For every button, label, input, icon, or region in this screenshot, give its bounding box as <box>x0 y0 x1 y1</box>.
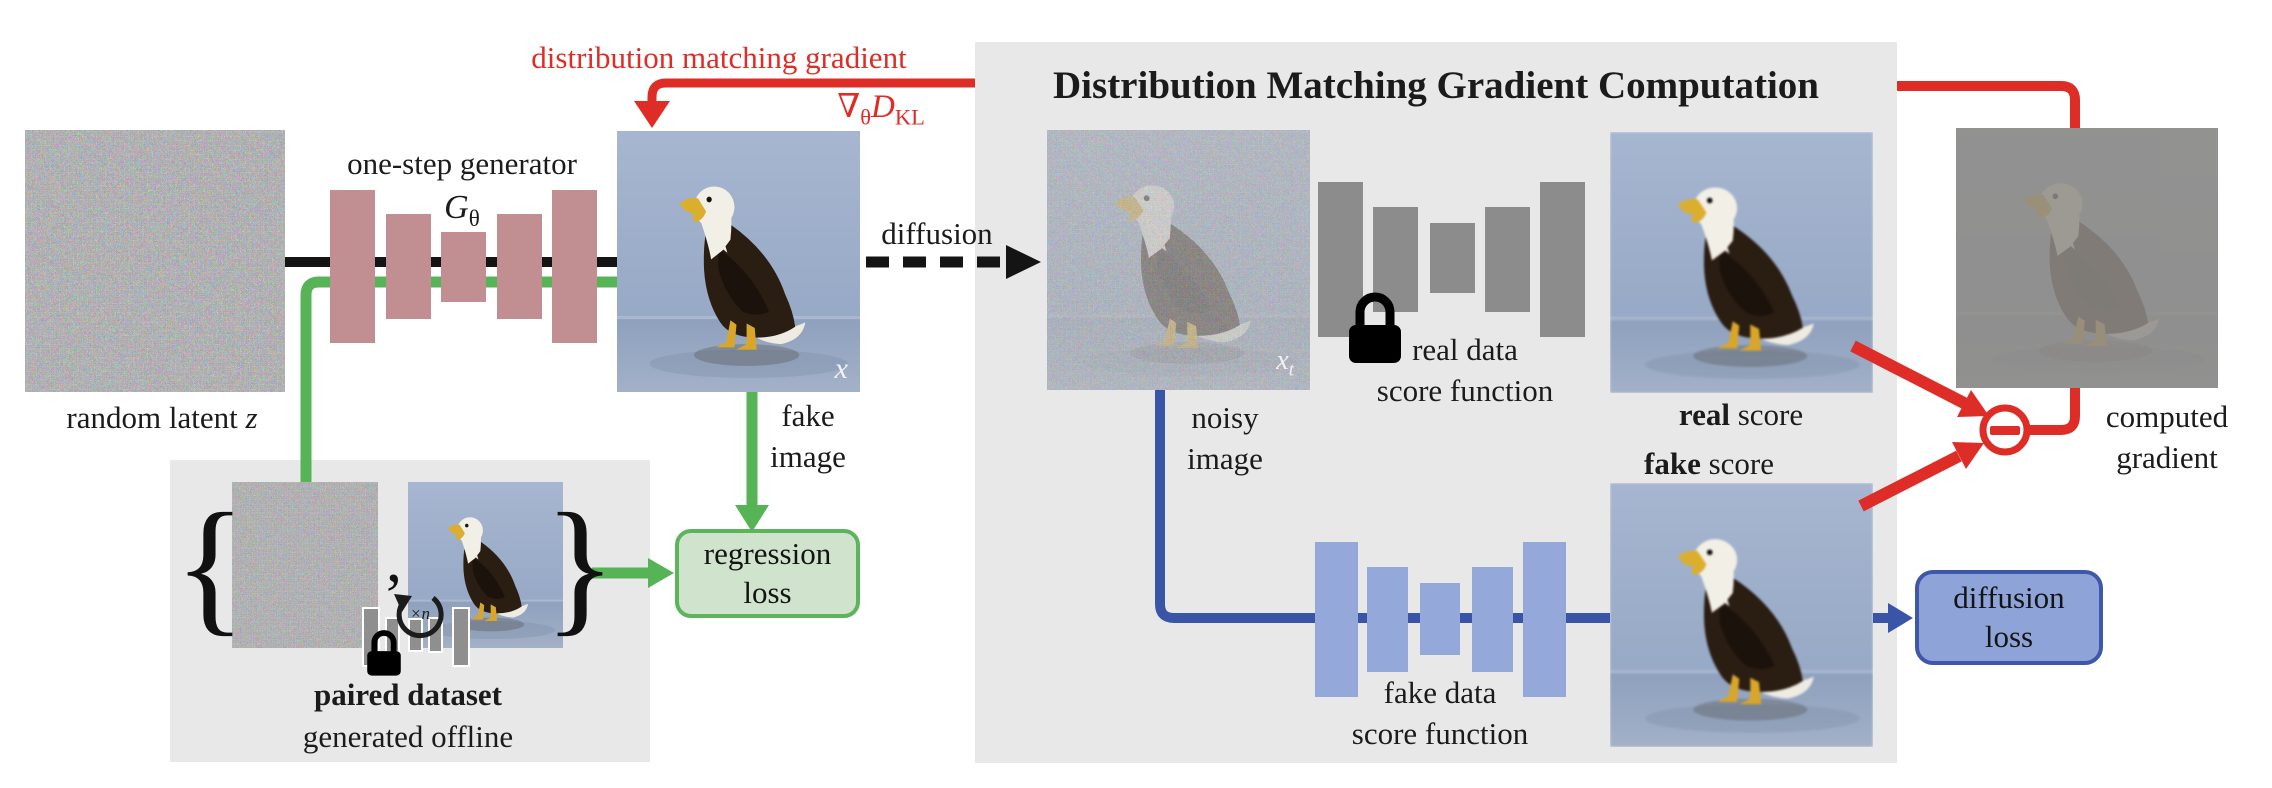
repeat-n-times-icon: ×n <box>394 594 444 639</box>
regression-loss-line2: loss <box>743 574 792 610</box>
fake-unet-block <box>1523 542 1566 697</box>
paired-to-regression-arrowhead-icon <box>648 558 674 588</box>
real-score-image <box>1610 132 1873 393</box>
generator-unet-block <box>386 214 431 319</box>
generator-symbol: Gθ <box>444 189 480 232</box>
fake-unet-label-line2: score function <box>1351 715 1529 751</box>
fake-image: x <box>617 131 860 392</box>
diffusion-loss-line1: diffusion <box>1953 579 2065 615</box>
real-unet-block <box>1485 207 1530 312</box>
noisy-label-line2: image <box>1187 440 1263 476</box>
diffusion-loss-line2: loss <box>1984 618 2034 654</box>
gradient-feedback-elbow-line <box>647 78 975 106</box>
gray-panel-title: Distribution Matching Gradient Computati… <box>1053 64 1819 107</box>
gradient-feedback-arrowhead-icon <box>634 101 670 128</box>
regression-loss-line1: regression <box>703 535 832 571</box>
fake-unet-block <box>1472 567 1513 672</box>
fake-unet-block <box>1420 583 1460 655</box>
lock-icon <box>1349 292 1401 363</box>
paired-noise-thumbnail <box>232 482 378 648</box>
random-latent-noise-image <box>25 130 285 392</box>
diffusion-arrow-label: diffusion <box>881 216 993 251</box>
paired-dataset-subtitle: generated offline <box>302 719 514 754</box>
real-score-arrowhead-icon <box>1957 390 1989 417</box>
times-n-label: ×n <box>410 604 430 623</box>
fake-to-regression-arrowhead-icon <box>735 505 769 532</box>
minus-node <box>1979 404 2031 456</box>
noisy-image: xt <box>1047 130 1310 390</box>
noisy-image-var-label: xt <box>1276 345 1294 381</box>
computed-gradient-image <box>1956 128 2218 388</box>
fake-unet-label-line1: fake data <box>1383 675 1497 710</box>
lock-icon <box>367 630 401 676</box>
diffusion-loss-box: diffusion loss <box>1915 570 2103 665</box>
paired-dataset-title: paired dataset <box>313 677 503 712</box>
noisy-image-label: noisy image <box>1187 398 1263 480</box>
fake-image-label: fake image <box>770 396 846 478</box>
computed-gradient-label-line2: gradient <box>2116 439 2218 475</box>
fake-score-arrowhead-icon <box>1952 442 1984 469</box>
real-unet-label-line2: score function <box>1376 372 1554 408</box>
real-score-label: real score <box>1678 397 1804 432</box>
fake-score-label: fake score <box>1644 446 1774 481</box>
generator-unet-block <box>330 190 375 343</box>
fake-unet-label: fake data score function <box>1352 673 1528 755</box>
generator-unet-block <box>441 232 486 302</box>
random-latent-label: random latent z <box>66 400 258 435</box>
right-brace: } <box>544 483 616 649</box>
generator-unet-block <box>497 214 542 319</box>
real-unet-block <box>1430 223 1475 293</box>
real-unet-block <box>1540 182 1585 337</box>
kl-gradient-formula: ∇θDKL <box>837 89 925 130</box>
fake-image-label-line2: image <box>770 438 846 474</box>
left-brace: { <box>174 483 246 649</box>
generator-unet-block <box>552 190 597 343</box>
pair-comma: , <box>386 524 402 595</box>
paired-unet-block <box>452 607 470 667</box>
generator-title: one-step generator <box>347 146 577 181</box>
computed-gradient-label: computed gradient <box>2106 397 2228 479</box>
fake-image-label-line1: fake <box>781 398 835 433</box>
computed-gradient-label-line1: computed <box>2105 399 2229 434</box>
fake-image-var-label: x <box>834 352 848 385</box>
fake-score-image <box>1610 483 1873 747</box>
real-unet-block <box>1318 182 1363 337</box>
real-unet-label-line1: real data <box>1412 332 1518 367</box>
regression-loss-box: regression loss <box>675 529 860 618</box>
minus-icon <box>1990 426 2020 435</box>
noisy-label-line1: noisy <box>1191 400 1259 435</box>
fake-unet-block <box>1367 567 1408 672</box>
distribution-matching-gradient-title: distribution matching gradient <box>531 40 907 75</box>
